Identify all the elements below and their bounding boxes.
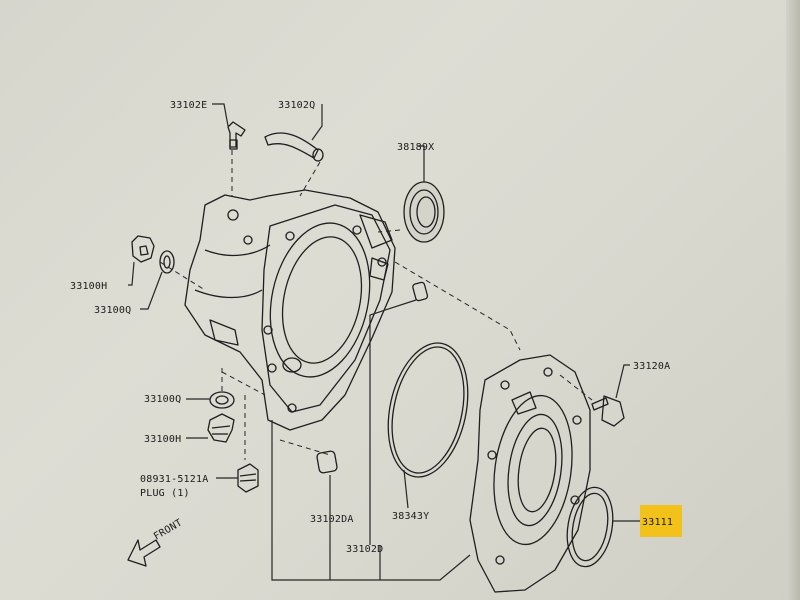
drain-plug-top-part: [131, 235, 155, 263]
breather-elbow-part: [227, 121, 246, 150]
page-edge-shadow: [786, 0, 800, 600]
callout-33100q-mid: 33100Q: [144, 394, 181, 405]
front-direction-arrow: [127, 539, 161, 567]
rear-extension-housing-part: [469, 354, 591, 593]
oil-seal-33111-part: [566, 486, 614, 568]
callout-33102e: 33102E: [170, 100, 207, 111]
o-ring-38343y-part: [387, 342, 469, 478]
callout-33102d: 33102D: [346, 544, 383, 555]
callout-33100h-mid: 33100H: [144, 434, 181, 445]
dowel-pin-lower-part: [316, 450, 338, 474]
front-label: FRONT: [152, 518, 184, 543]
dowel-pin-upper-part: [412, 281, 429, 302]
leader-lines: [128, 103, 640, 581]
callout-33120a: 33120A: [633, 361, 670, 372]
plug-08931-part: [237, 463, 259, 493]
transfer-case-housing-part: [184, 189, 396, 431]
washer-top-part: [159, 250, 175, 274]
bolt-33120a-part: [591, 395, 625, 427]
callout-08931-5121a: 08931-5121A: [140, 474, 208, 485]
callout-33111: 33111: [642, 517, 673, 528]
callout-33100q-top: 33100Q: [94, 305, 131, 316]
callout-plug: PLUG (1): [140, 488, 190, 499]
drain-plug-mid-part: [207, 413, 235, 443]
breather-hose-part: [264, 132, 324, 162]
assembly-dash-lines: [159, 150, 593, 460]
callout-33102q: 33102Q: [278, 100, 315, 111]
callout-38343y: 38343Y: [392, 511, 429, 522]
callout-33102da: 33102DA: [310, 514, 354, 525]
highlight-33111: [640, 505, 682, 537]
oil-seal-38189x-part: [403, 181, 445, 243]
callout-38189x: 38189X: [397, 142, 434, 153]
washer-mid-part: [209, 391, 235, 409]
callout-33100h-top: 33100H: [70, 281, 107, 292]
